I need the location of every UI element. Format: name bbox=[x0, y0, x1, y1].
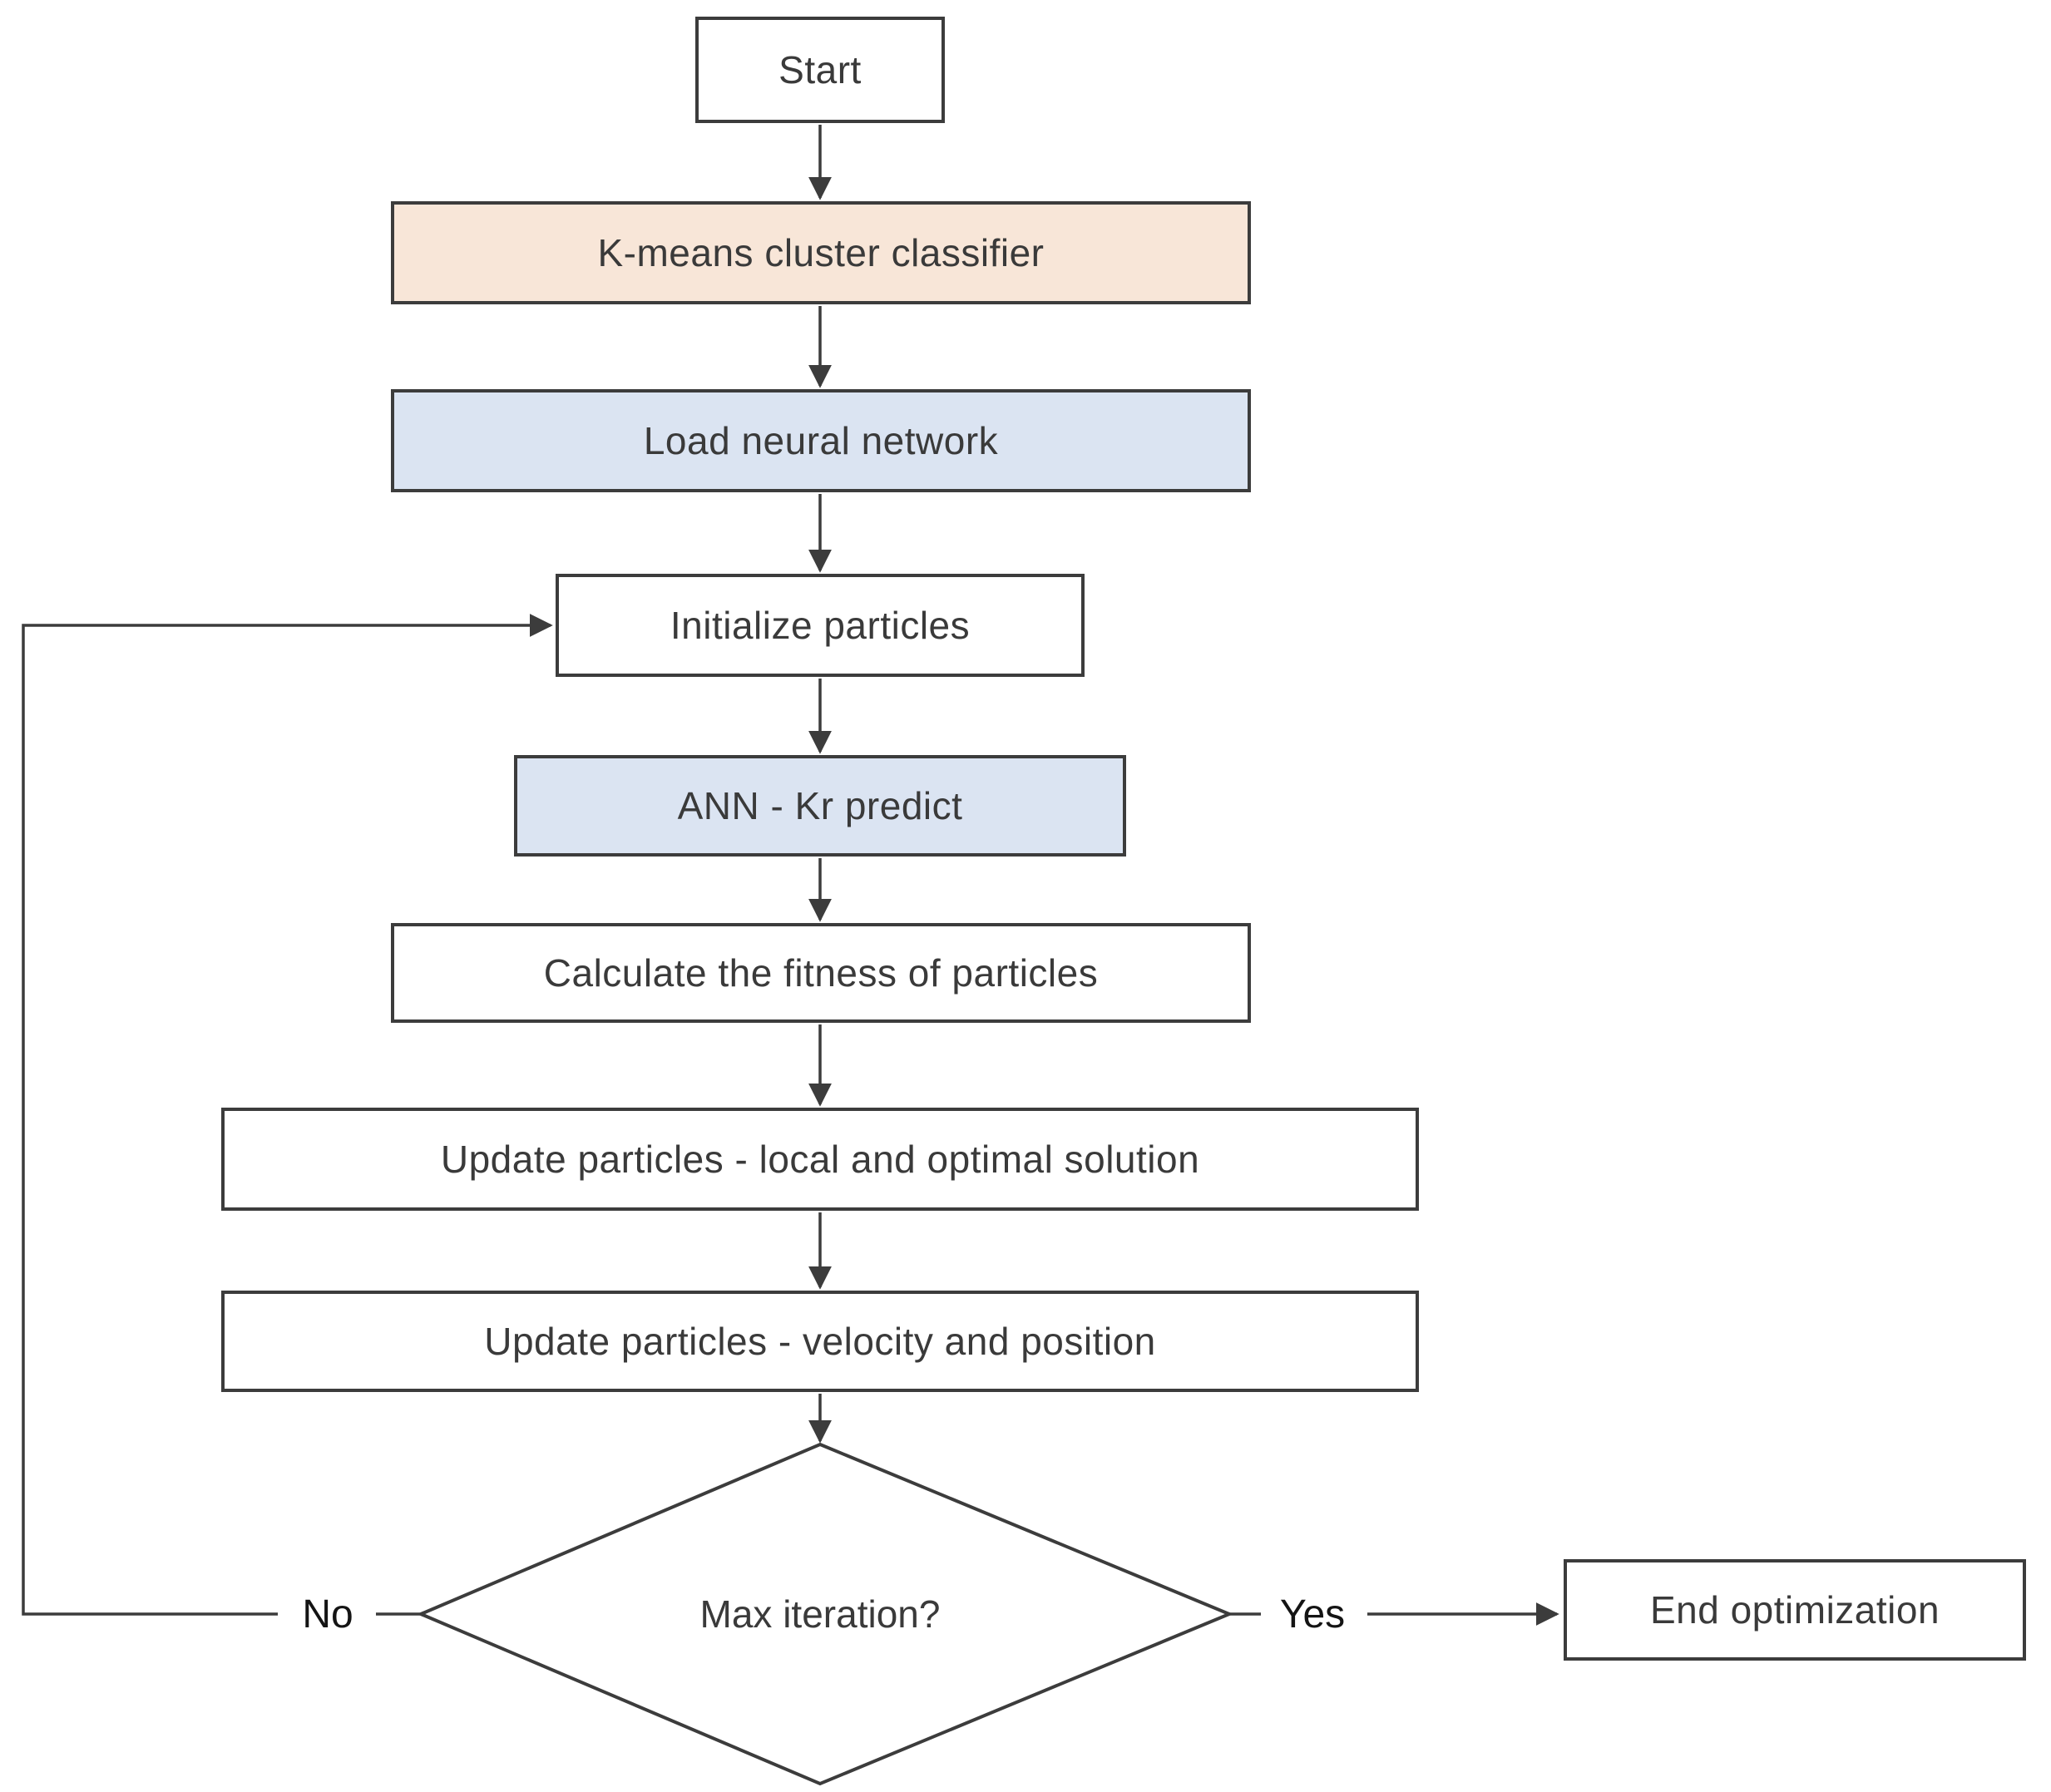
node-end-optimization: End optimization bbox=[1564, 1559, 2026, 1661]
node-label: End optimization bbox=[1649, 1588, 1940, 1632]
node-label: Update particles - local and optimal sol… bbox=[440, 1138, 1200, 1181]
node-start: Start bbox=[695, 17, 945, 123]
node-update-particles-local-optimal: Update particles - local and optimal sol… bbox=[221, 1108, 1419, 1211]
node-max-iteration-label: Max iteration? bbox=[571, 1572, 1070, 1656]
node-load-neural-network: Load neural network bbox=[391, 389, 1251, 492]
node-label: Initialize particles bbox=[670, 604, 971, 647]
edge-label-no: No bbox=[302, 1592, 353, 1636]
node-kmeans-cluster-classifier: K-means cluster classifier bbox=[391, 201, 1251, 304]
node-ann-kr-predict: ANN - Kr predict bbox=[514, 755, 1126, 857]
edge-label-yes: Yes bbox=[1279, 1592, 1346, 1636]
node-label: Start bbox=[778, 48, 862, 91]
node-label: ANN - Kr predict bbox=[677, 784, 963, 827]
node-update-particles-velocity-position: Update particles - velocity and position bbox=[221, 1291, 1419, 1392]
node-label: K-means cluster classifier bbox=[597, 231, 1045, 274]
node-calculate-fitness: Calculate the fitness of particles bbox=[391, 923, 1251, 1023]
decision-diamond bbox=[416, 1442, 1234, 1786]
node-label: Calculate the fitness of particles bbox=[543, 951, 1099, 995]
node-label: Update particles - velocity and position bbox=[484, 1320, 1156, 1363]
node-label: Load neural network bbox=[643, 419, 999, 462]
no-loop-line bbox=[22, 614, 553, 1616]
node-label: Max iteration? bbox=[699, 1592, 941, 1636]
node-initialize-particles: Initialize particles bbox=[556, 574, 1085, 677]
